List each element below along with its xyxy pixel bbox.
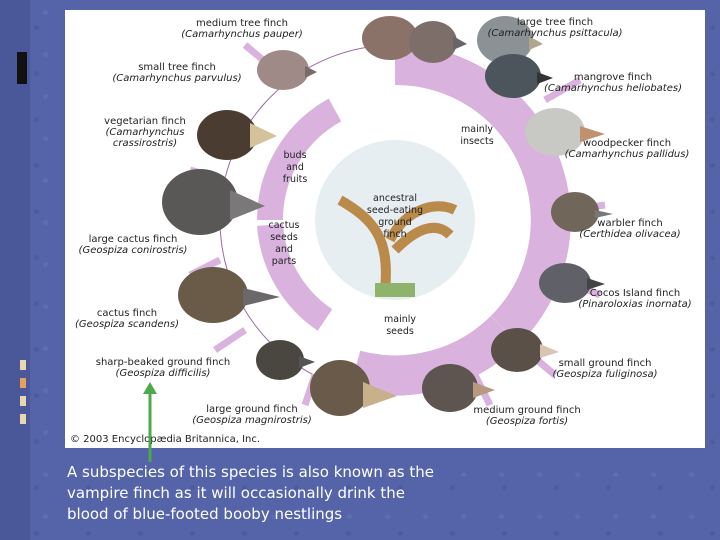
svg-text:buds: buds: [283, 150, 306, 161]
svg-text:woodpecker finch: woodpecker finch: [583, 138, 671, 149]
svg-text:seed-eating: seed-eating: [367, 205, 423, 216]
svg-text:ground: ground: [378, 217, 412, 228]
svg-text:(Camarhynchus: (Camarhynchus: [106, 127, 185, 138]
svg-text:(Geospiza magnirostris): (Geospiza magnirostris): [192, 415, 312, 426]
svg-text:crassirostris): crassirostris): [113, 138, 177, 149]
svg-text:(Pinaroloxias inornata): (Pinaroloxias inornata): [578, 299, 691, 310]
svg-text:cactus: cactus: [269, 220, 300, 231]
finch-diagram-panel: ancestral seed-eating ground finch buds …: [65, 10, 705, 448]
finch-head-icon: [477, 16, 543, 64]
svg-text:cactus finch: cactus finch: [97, 308, 157, 319]
finch-head-icon: [310, 360, 397, 416]
svg-text:(Camarhynchus parvulus): (Camarhynchus parvulus): [112, 73, 241, 84]
svg-text:Cocos Island finch: Cocos Island finch: [590, 288, 681, 299]
svg-text:ancestral: ancestral: [373, 193, 417, 204]
svg-text:large ground finch: large ground finch: [206, 404, 298, 415]
finch-head-icon: [551, 192, 613, 232]
sector-mainly-insects: mainly insects: [460, 124, 493, 147]
svg-text:parts: parts: [272, 256, 296, 267]
svg-text:(Geospiza scandens): (Geospiza scandens): [75, 319, 179, 330]
svg-text:medium ground finch: medium ground finch: [473, 405, 580, 416]
finch-head-icon: [178, 267, 280, 323]
sector-mainly-seeds: mainly seeds: [384, 314, 416, 337]
svg-text:large tree finch: large tree finch: [517, 17, 593, 28]
svg-text:warbler finch: warbler finch: [597, 218, 662, 229]
finch-head-icon: [422, 364, 495, 412]
black-marker: [17, 52, 27, 84]
svg-text:seeds: seeds: [270, 232, 298, 243]
finch-head-icon: [539, 263, 605, 303]
finch-head-icon: [491, 328, 559, 372]
svg-text:and: and: [286, 162, 304, 173]
sector-cactus: cactus seeds and parts: [269, 220, 300, 267]
copyright-text: © 2003 Encyclopædia Britannica, Inc.: [70, 434, 260, 445]
finch-head-icon: [162, 169, 265, 235]
svg-text:mainly: mainly: [461, 124, 493, 135]
svg-text:(Certhidea olivacea): (Certhidea olivacea): [579, 229, 680, 240]
sector-buds-fruits: buds and fruits: [283, 150, 308, 185]
svg-text:mainly: mainly: [384, 314, 416, 325]
bullet-marker: [20, 396, 26, 406]
bullet-marker: [20, 414, 26, 424]
center-label: ancestral seed-eating ground finch: [367, 193, 423, 240]
svg-text:(Geospiza conirostris): (Geospiza conirostris): [79, 245, 188, 256]
svg-text:(Geospiza fuliginosa): (Geospiza fuliginosa): [552, 369, 657, 380]
finch-head-icon: [257, 50, 317, 90]
svg-text:small tree finch: small tree finch: [138, 62, 216, 73]
left-decorative-strip: [0, 0, 30, 540]
caption-text: A subspecies of this species is also kno…: [67, 463, 434, 523]
svg-text:vegetarian finch: vegetarian finch: [104, 116, 186, 127]
finch-head-icon: [525, 108, 605, 156]
bullet-marker: [20, 360, 26, 370]
svg-text:fruits: fruits: [283, 174, 308, 185]
svg-text:seeds: seeds: [386, 326, 414, 337]
svg-text:(Camarhynchus heliobates): (Camarhynchus heliobates): [544, 83, 682, 94]
finch-head-icon: [485, 54, 553, 98]
svg-text:medium tree finch: medium tree finch: [196, 18, 288, 29]
svg-text:mangrove finch: mangrove finch: [574, 72, 652, 83]
svg-text:small ground finch: small ground finch: [559, 358, 652, 369]
svg-text:(Geospiza fortis): (Geospiza fortis): [486, 416, 568, 427]
finch-head-icon: [197, 110, 277, 160]
finch-heads: [162, 16, 613, 416]
finch-head-icon: [409, 21, 467, 63]
svg-text:sharp-beaked ground finch: sharp-beaked ground finch: [96, 357, 231, 368]
finch-labels: medium tree finch (Camarhynchus pauper) …: [75, 17, 692, 427]
finch-head-icon: [256, 340, 315, 380]
svg-text:(Camarhynchus pallidus): (Camarhynchus pallidus): [565, 149, 690, 160]
svg-text:and: and: [275, 244, 293, 255]
svg-text:insects: insects: [460, 136, 493, 147]
finch-diagram: ancestral seed-eating ground finch buds …: [70, 16, 692, 445]
svg-text:(Geospiza difficilis): (Geospiza difficilis): [116, 368, 211, 379]
svg-text:(Camarhynchus pauper): (Camarhynchus pauper): [181, 29, 302, 40]
svg-text:(Camarhynchus psittacula): (Camarhynchus psittacula): [487, 28, 622, 39]
svg-text:finch: finch: [383, 229, 406, 240]
svg-text:large cactus finch: large cactus finch: [89, 234, 178, 245]
pointer-arrow: [143, 382, 157, 462]
bullet-marker: [20, 378, 26, 388]
